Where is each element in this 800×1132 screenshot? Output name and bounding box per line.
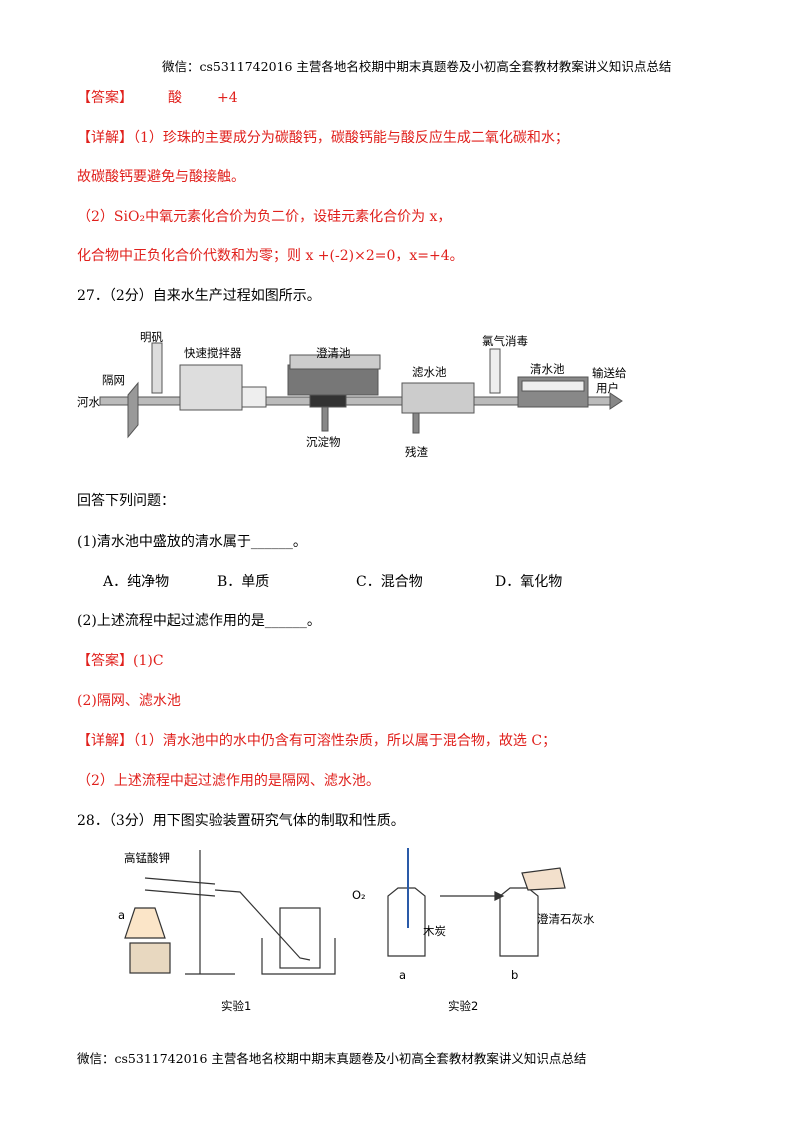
explain-tag: 【详解】 [77,130,133,146]
diagram-label: 隔网 [102,373,125,387]
sub-question-2: (2)上述流程中起过滤作用的是______。 [77,613,321,629]
answer-value: 酸 [168,90,182,106]
answer-tag: 【答案】 [77,653,133,669]
experiment-figure [124,848,566,975]
diagram-label: 澄清池 [316,346,351,360]
diagram-label: 沉淀物 [306,435,341,449]
explain-text: 化合物中正负化合价代数和为零；则 x +(-2)×2=0，x=+4。 [77,248,464,264]
figure-label: 澄清石灰水 [537,912,595,926]
diagram-label: 明矾 [140,330,163,344]
answer-value: (2)隔网、滤水池 [77,693,181,709]
answer-tag: 【答案】 [77,90,133,106]
figure-caption: 实验2 [448,999,479,1013]
figure-label: 高锰酸钾 [124,851,170,865]
page-header: 微信：cs5311742016 主营各地名校期中期末真题卷及小初高全套教材教案讲… [162,59,672,74]
figure-caption: 实验1 [221,999,252,1013]
question-27-stem: 27．（2分）自来水生产过程如图所示。 [77,288,321,304]
diagram-label: 河水 [77,395,100,409]
figure-label: O₂ [352,888,366,902]
diagram-label: 快速搅拌器 [184,346,242,360]
diagram-label: 输送给 [592,366,627,380]
diagram-label: 用户 [596,381,619,395]
explain-text: （1）珍珠的主要成分为碳酸钙，碳酸钙能与酸反应生成二氧化碳和水； [133,130,569,146]
diagram-label: 清水池 [530,362,565,376]
figure-label: 木炭 [423,924,446,938]
diagram-label: 滤水池 [412,365,447,379]
diagram-label: 残渣 [405,445,428,459]
explain-text: （2）上述流程中起过滤作用的是隔网、滤水池。 [77,773,380,789]
figure-label: a [118,908,126,922]
explain-text: （2）SiO₂中氧元素化合价为负二价，设硅元素化合价为 x， [77,209,452,225]
explain-text: （1）清水池中的水中仍含有可溶性杂质，所以属于混合物，故选 C； [133,733,557,749]
option-c: C．混合物 [356,574,423,590]
water-treatment-diagram [99,342,623,439]
question-28-stem: 28．（3分）用下图实验装置研究气体的制取和性质。 [77,813,405,829]
answer-value: +4 [217,90,238,106]
option-a: A．纯净物 [103,574,170,590]
sub-question-1: (1)清水池中盛放的清水属于______。 [77,534,307,550]
answer-value: (1)C [133,653,164,669]
prompt: 回答下列问题： [77,493,175,509]
option-d: D．氧化物 [495,574,563,590]
figure-label: b [511,968,519,982]
diagram-label: 氯气消毒 [482,334,528,348]
explain-text: 故碳酸钙要避免与酸接触。 [77,169,245,185]
option-b: B．单质 [217,574,270,590]
figure-label: a [399,968,407,982]
explain-tag: 【详解】 [77,733,133,749]
page-footer: 微信：cs5311742016 主营各地名校期中期末真题卷及小初高全套教材教案讲… [77,1051,587,1066]
